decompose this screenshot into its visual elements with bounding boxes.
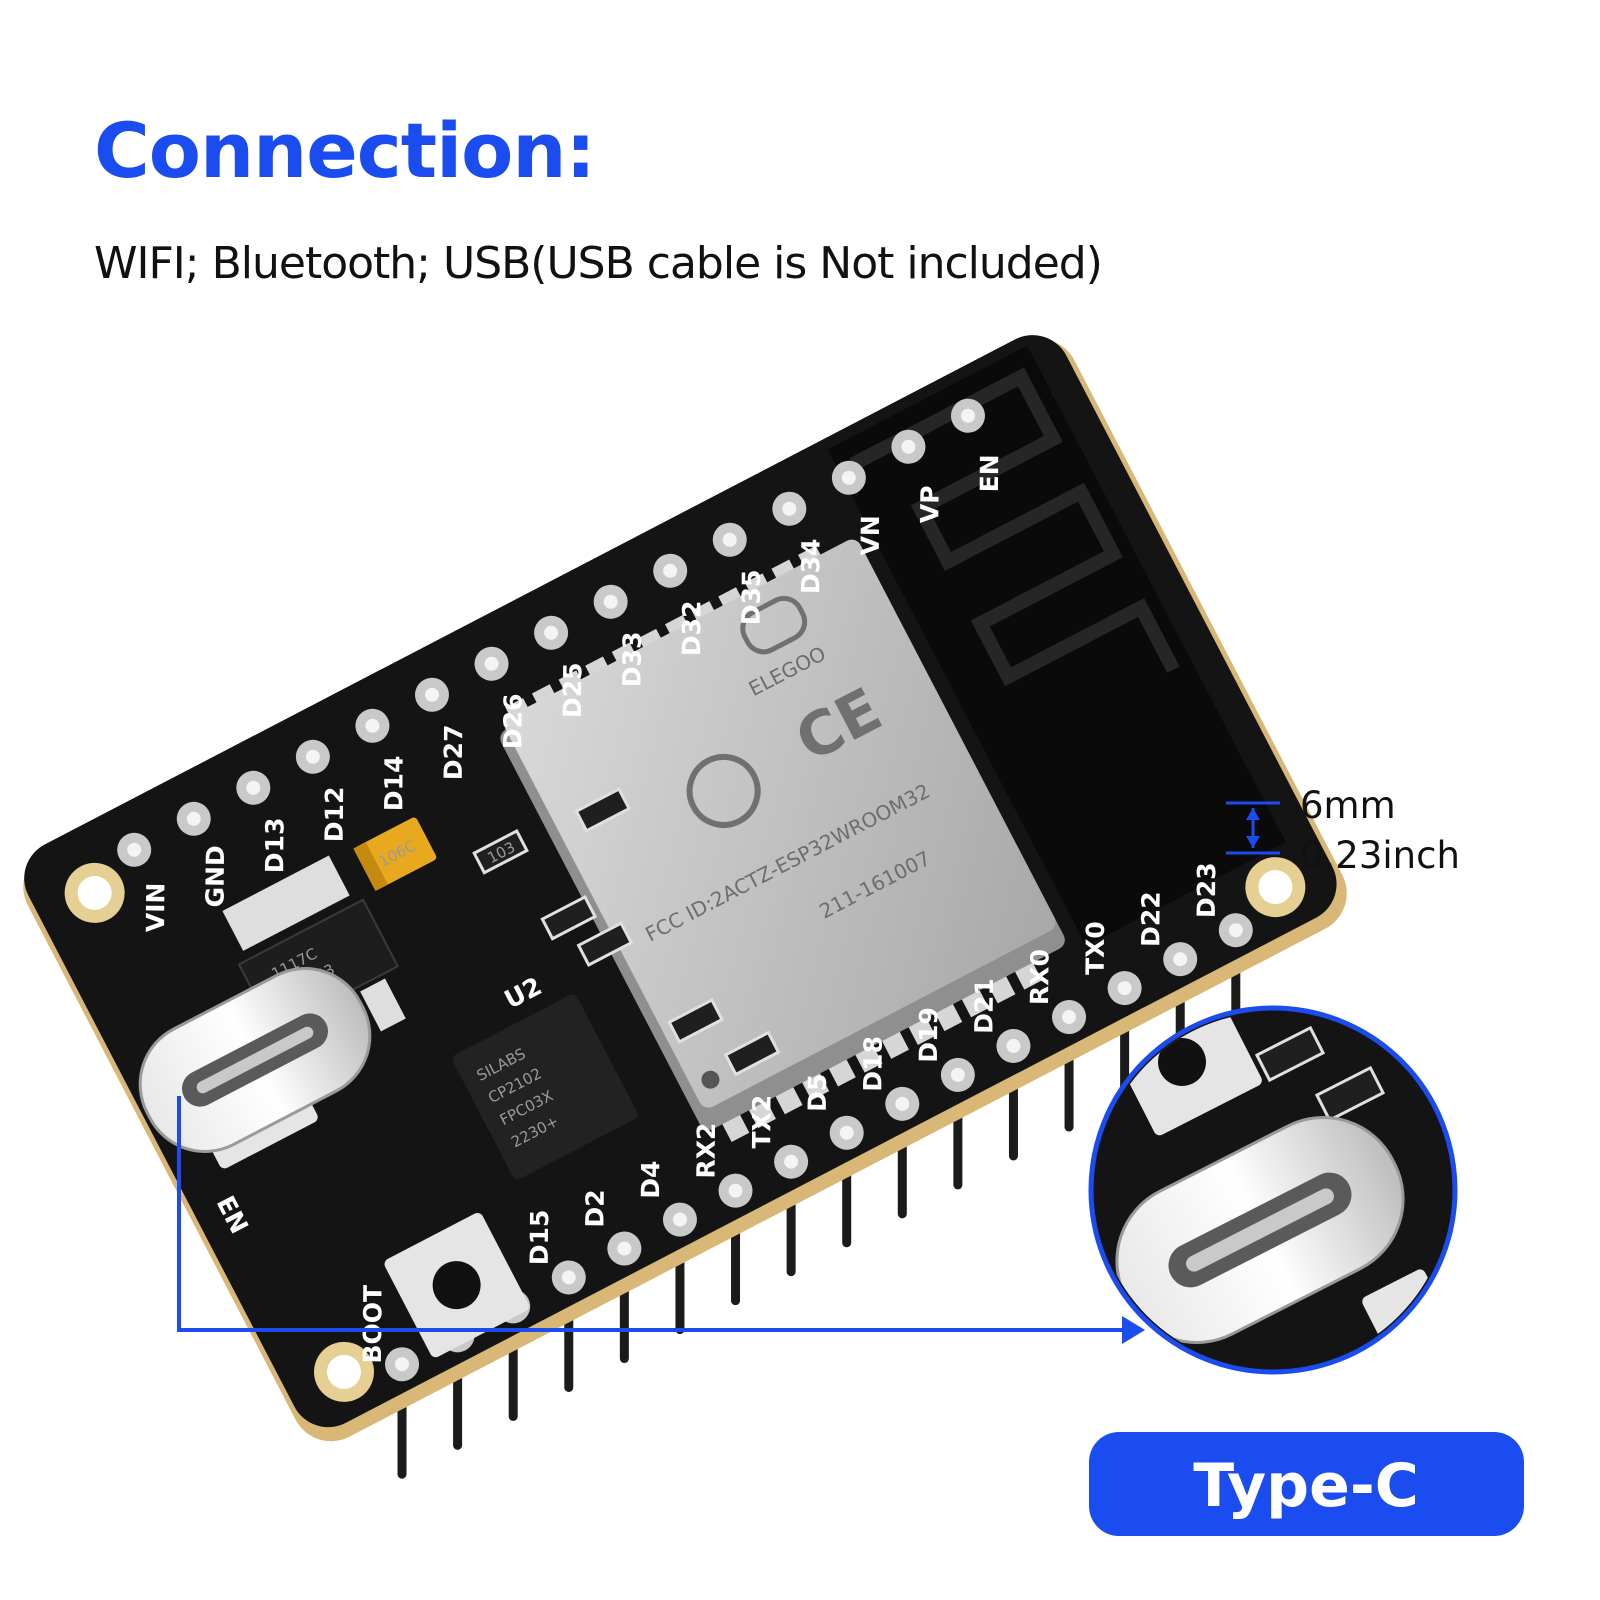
- top-pin-label-9: D32: [677, 600, 706, 656]
- top-pin-hole-13: [901, 439, 916, 454]
- type-c-badge: Type-C: [1089, 1432, 1524, 1536]
- top-pin-label-10: D35: [737, 569, 766, 625]
- top-pin-label-0: VIN: [141, 882, 170, 932]
- top-pin-label-11: D34: [796, 538, 825, 594]
- wifi-logo: [740, 595, 808, 655]
- top-pin-hole-7: [544, 625, 559, 640]
- pcb-board: ELEGOO CE FCC ID:2ACTZ-ESP32WROOM32 211-…: [23, 335, 1347, 1442]
- usb-c-port: [138, 967, 372, 1153]
- tantalum-capacitor: 106C: [353, 817, 437, 892]
- bottom-pin-hole-15: [1228, 923, 1243, 938]
- boot-button: [384, 1213, 529, 1358]
- bottom-pin-label-5: D4: [636, 1160, 665, 1198]
- dimension-imperial: 0.23inch: [1300, 834, 1460, 877]
- bottom-pin-hole-3: [561, 1270, 576, 1285]
- top-pin-hole-4: [365, 718, 380, 733]
- top-pin-label-1: GND: [200, 845, 230, 907]
- bottom-pin-hole-5: [672, 1212, 687, 1227]
- top-pin-hole-11: [782, 501, 797, 516]
- top-pin-hole-14: [960, 408, 975, 423]
- bottom-pin-label-4: D2: [580, 1189, 609, 1227]
- bottom-pin-hole-10: [950, 1067, 965, 1082]
- connection-subtitle: WIFI; Bluetooth; USB(USB cable is Not in…: [94, 238, 1103, 289]
- bottom-pin-hole-12: [1062, 1010, 1077, 1025]
- top-pin-hole-5: [424, 687, 439, 702]
- bottom-pin-hole-13: [1117, 981, 1132, 996]
- top-pin-label-12: VN: [856, 515, 885, 556]
- bottom-pin-label-0: BOOT: [358, 1285, 388, 1364]
- arrow-head-icon: [1122, 1316, 1145, 1344]
- usb-c-zoom-view: [1088, 1005, 1458, 1375]
- bottom-pin-label-9: D18: [858, 1036, 887, 1092]
- top-pin-hole-6: [484, 656, 499, 671]
- bottom-pin-label-13: TX0: [1081, 921, 1110, 975]
- top-pin-label-2: D13: [260, 817, 289, 873]
- top-pin-label-8: D33: [617, 631, 646, 687]
- bottom-pin-label-6: RX2: [692, 1123, 721, 1179]
- bottom-pin-hole-4: [617, 1241, 632, 1256]
- type-c-badge-label: Type-C: [1193, 1451, 1419, 1521]
- smd-resistors: 103: [472, 787, 781, 1077]
- top-pin-row: VIN GND D13 D12 D14 D27 D26 D25 D33 D32 D35 D34 VN VP…: [117, 398, 1004, 932]
- top-pin-label-7: D25: [558, 662, 587, 718]
- fcc-logo: [686, 753, 761, 828]
- top-pin-hole-9: [663, 563, 678, 578]
- bottom-pin-hole-11: [1006, 1038, 1021, 1053]
- bottom-pin-label-15: D23: [1192, 862, 1221, 918]
- bottom-pin-label-11: D21: [969, 978, 998, 1034]
- callout-arrow: [177, 1096, 1130, 1332]
- top-pin-hole-1: [186, 811, 201, 826]
- bottom-pin-hole-0: [395, 1357, 410, 1372]
- esp32-module: ELEGOO CE FCC ID:2ACTZ-ESP32WROOM32 211-…: [500, 539, 1065, 1130]
- bottom-pin-hole-7: [784, 1154, 799, 1169]
- top-pin-hole-12: [841, 470, 856, 485]
- top-pin-label-14: EN: [975, 454, 1004, 492]
- bottom-pin-label-3: D15: [525, 1210, 554, 1266]
- top-pin-label-4: D14: [379, 755, 408, 811]
- dimension-arrow-down-icon: [1246, 836, 1260, 848]
- bottom-pin-hole-6: [728, 1183, 743, 1198]
- bottom-pin-label-8: D5: [803, 1074, 832, 1112]
- top-pin-label-5: D27: [439, 724, 468, 780]
- bottom-pin-label-7: TX2: [747, 1095, 776, 1149]
- bottom-pin-label-14: D22: [1136, 891, 1165, 947]
- dimension-metric: 6mm: [1300, 784, 1396, 827]
- bottom-pin-hole-14: [1173, 952, 1188, 967]
- top-pin-hole-0: [127, 842, 142, 857]
- top-pin-label-3: D12: [320, 786, 349, 842]
- top-pin-label-6: D26: [498, 693, 527, 749]
- top-pin-hole-10: [722, 532, 737, 547]
- top-pin-label-13: VP: [915, 485, 944, 523]
- top-pin-hole-2: [246, 780, 261, 795]
- bottom-pin-hole-9: [895, 1096, 910, 1111]
- bottom-pin-row: BOOT3V3GNDD15D2D4RX2TX2D5D18D19D21RX0TX0…: [358, 862, 1253, 1382]
- bottom-pin-label-10: D19: [914, 1007, 943, 1063]
- top-pin-hole-3: [305, 749, 320, 764]
- pin-height-dimension: 6mm 0.23inch: [1226, 784, 1460, 877]
- bottom-pin-label-12: RX0: [1025, 949, 1054, 1005]
- bottom-pin-hole-8: [839, 1125, 854, 1140]
- top-pin-hole-8: [603, 594, 618, 609]
- dimension-arrow-up-icon: [1246, 808, 1260, 820]
- page-title: Connection:: [94, 106, 596, 195]
